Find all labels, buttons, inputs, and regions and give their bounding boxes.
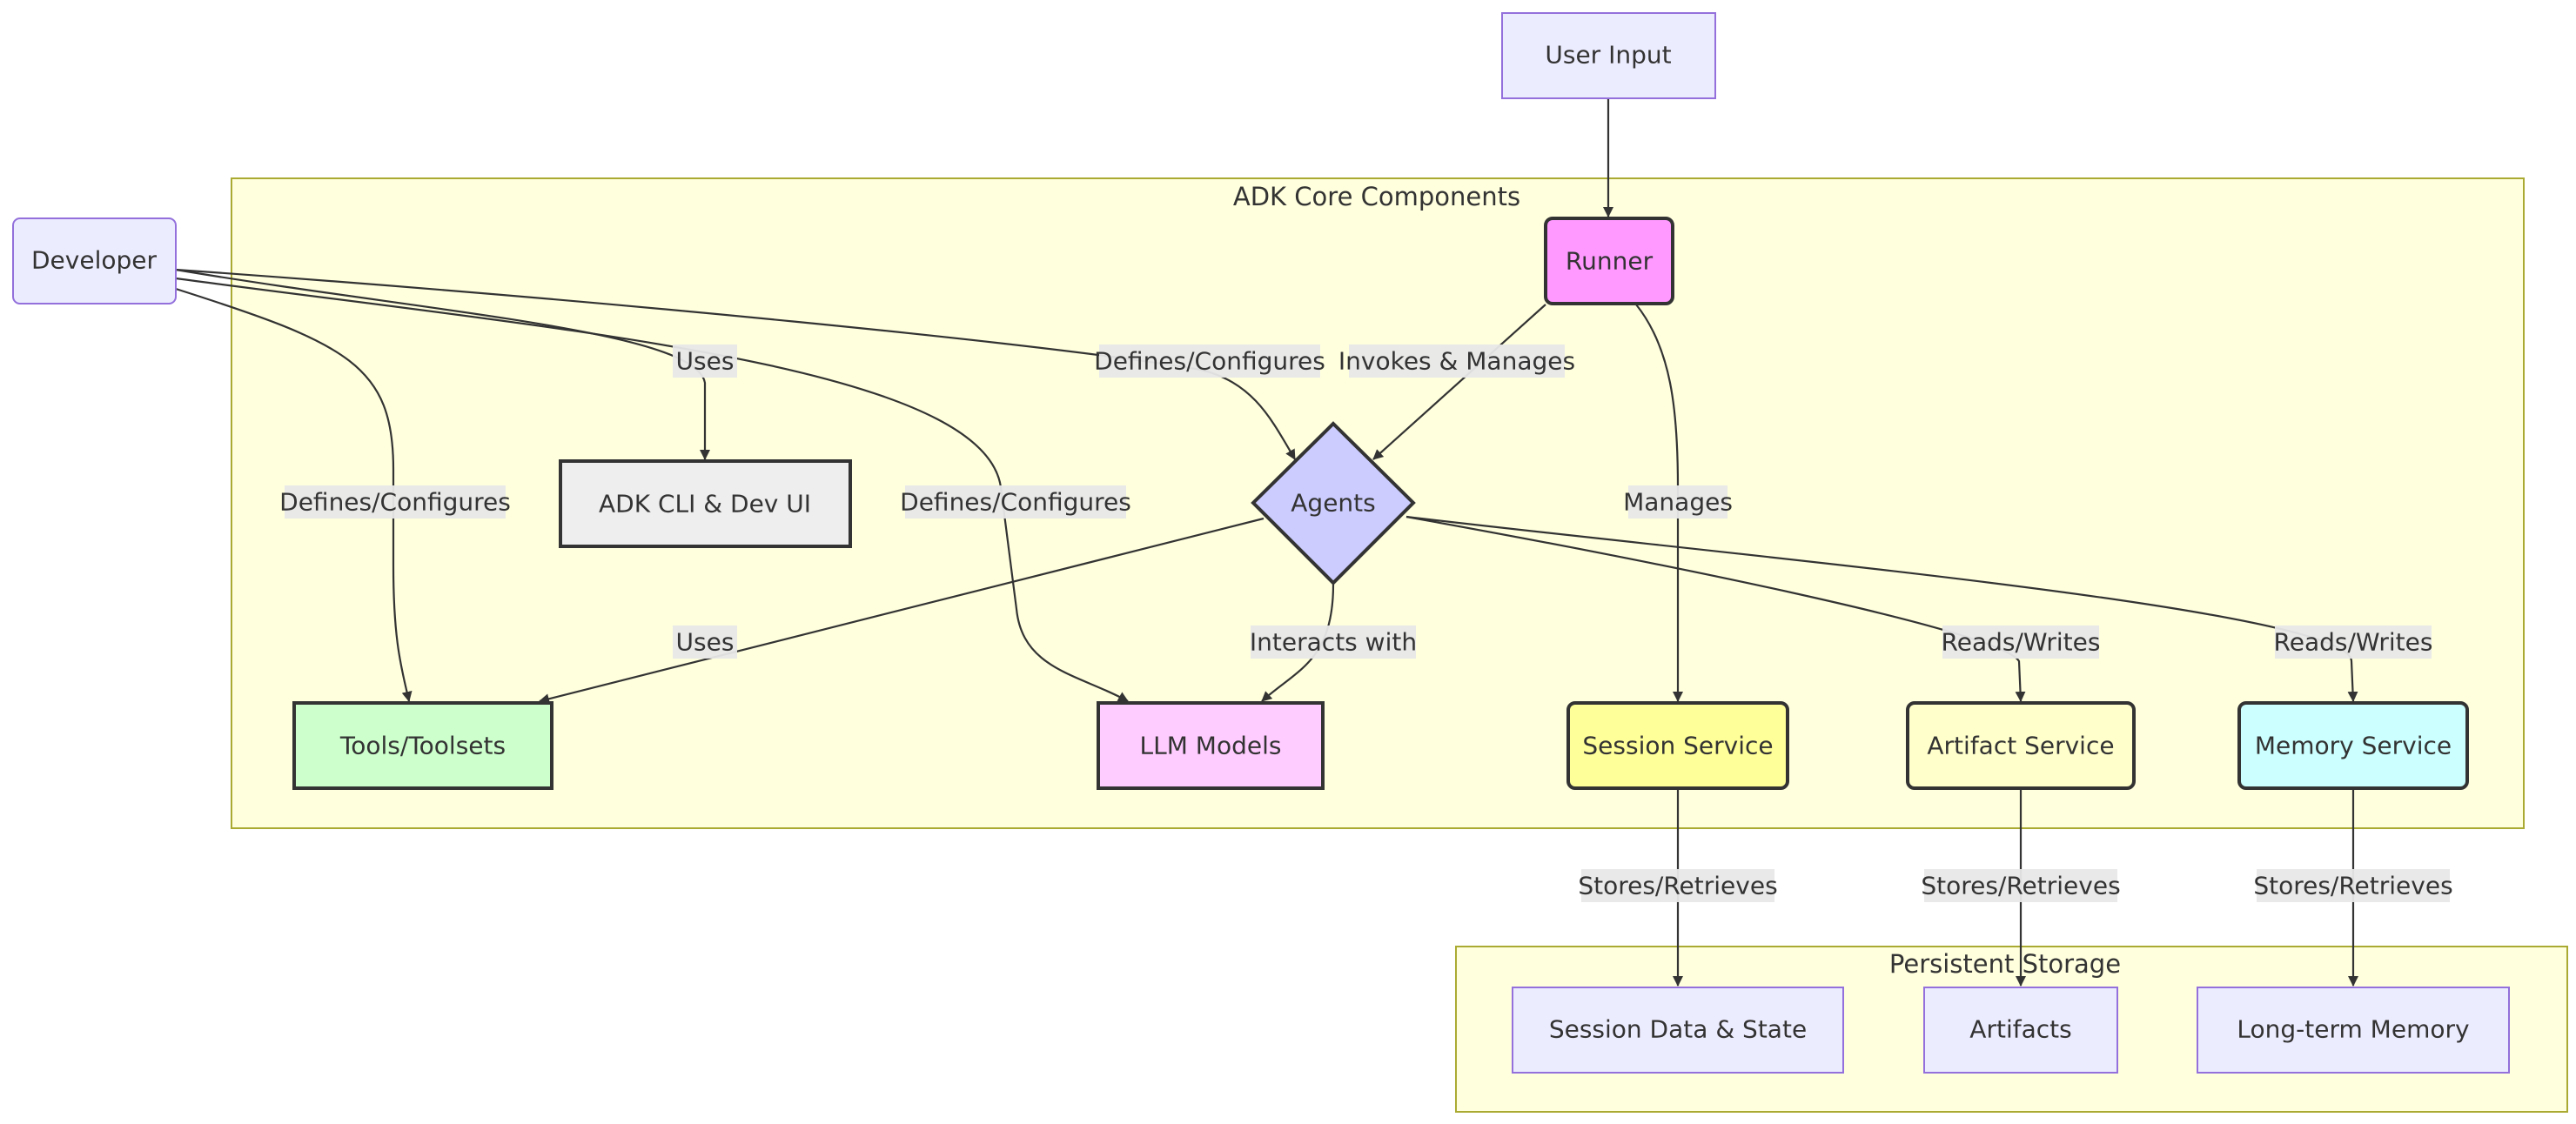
subgraph-title-core: ADK Core Components bbox=[1233, 182, 1520, 211]
edge-developer-to-llm bbox=[175, 277, 1129, 702]
svg-text:Defines/Configures: Defines/Configures bbox=[900, 488, 1131, 517]
node-artifact-service[interactable]: Artifact Service bbox=[1906, 701, 2136, 790]
svg-text:User Input: User Input bbox=[1545, 41, 1671, 70]
edge-label-dev-uses-cli: Uses bbox=[673, 345, 737, 378]
edge-label-dev-configures-llm: Defines/Configures bbox=[900, 485, 1131, 519]
svg-text:Session Data & State: Session Data & State bbox=[1549, 1015, 1807, 1044]
svg-text:Defines/Configures: Defines/Configures bbox=[1094, 347, 1325, 376]
svg-text:Long-term Memory: Long-term Memory bbox=[2237, 1015, 2469, 1044]
edge-label-runner-manages-session: Manages bbox=[1623, 485, 1733, 519]
edge-label-dev-configures-agents: Defines/Configures bbox=[1094, 345, 1325, 378]
edge-label-agents-rw-memory: Reads/Writes bbox=[2274, 626, 2433, 659]
edge-runner-to-agents bbox=[1372, 304, 1546, 460]
svg-text:Defines/Configures: Defines/Configures bbox=[279, 488, 511, 517]
node-session-service[interactable]: Session Service bbox=[1566, 701, 1789, 790]
subgraph-title-storage: Persistent Storage bbox=[1889, 949, 2121, 979]
svg-text:Tools/Toolsets: Tools/Toolsets bbox=[339, 732, 506, 760]
edge-label-agents-rw-artifact: Reads/Writes bbox=[1942, 626, 2101, 659]
svg-text:Stores/Retrieves: Stores/Retrieves bbox=[2253, 872, 2452, 900]
edge-labels: Uses Defines/Configures Invokes & Manage… bbox=[279, 345, 2453, 902]
node-long-term-memory[interactable]: Long-term Memory bbox=[2197, 987, 2510, 1074]
edge-label-dev-configures-tools: Defines/Configures bbox=[279, 485, 511, 519]
svg-text:Stores/Retrieves: Stores/Retrieves bbox=[1921, 872, 2120, 900]
node-tools-toolsets[interactable]: Tools/Toolsets bbox=[292, 701, 553, 790]
edge-developer-to-agents bbox=[175, 268, 1296, 460]
edge-agents-to-tools bbox=[539, 517, 1265, 705]
node-memory-service[interactable]: Memory Service bbox=[2237, 701, 2469, 790]
edge-label-runner-invokes-agents: Invokes & Manages bbox=[1338, 345, 1575, 378]
svg-text:Developer: Developer bbox=[31, 246, 157, 275]
edge-developer-to-tools bbox=[175, 287, 413, 702]
svg-text:Stores/Retrieves: Stores/Retrieves bbox=[1578, 872, 1777, 900]
svg-text:Invokes & Manages: Invokes & Manages bbox=[1338, 347, 1575, 376]
svg-text:Reads/Writes: Reads/Writes bbox=[2274, 628, 2433, 657]
nodes: User Input Developer Runner Agents ADK C… bbox=[12, 12, 2510, 1074]
svg-text:LLM Models: LLM Models bbox=[1140, 732, 1282, 760]
edge-label-artifact-stores: Stores/Retrieves bbox=[1921, 869, 2121, 902]
edge-label-session-stores: Stores/Retrieves bbox=[1578, 869, 1778, 902]
svg-text:Manages: Manages bbox=[1623, 488, 1733, 517]
edge-label-memory-stores: Stores/Retrieves bbox=[2253, 869, 2453, 902]
node-artifacts[interactable]: Artifacts bbox=[1923, 987, 2118, 1074]
svg-text:Reads/Writes: Reads/Writes bbox=[1942, 628, 2101, 657]
edge-label-agents-interact-llm: Interacts with bbox=[1250, 626, 1417, 659]
node-llm-models[interactable]: LLM Models bbox=[1097, 701, 1325, 790]
node-session-data-state[interactable]: Session Data & State bbox=[1512, 987, 1844, 1074]
edge-label-agents-use-tools: Uses bbox=[673, 626, 737, 659]
node-agents[interactable]: Agents bbox=[1251, 421, 1416, 585]
svg-text:Runner: Runner bbox=[1566, 247, 1654, 276]
edge-agents-to-llm bbox=[1261, 584, 1335, 702]
edge-runner-to-session-service bbox=[1635, 304, 1683, 702]
svg-text:Uses: Uses bbox=[676, 347, 735, 376]
node-developer[interactable]: Developer bbox=[12, 217, 177, 304]
node-runner[interactable]: Runner bbox=[1544, 217, 1674, 305]
node-user-input[interactable]: User Input bbox=[1501, 12, 1716, 99]
svg-text:ADK CLI & Dev UI: ADK CLI & Dev UI bbox=[599, 490, 811, 519]
node-adk-cli-dev-ui[interactable]: ADK CLI & Dev UI bbox=[559, 459, 852, 548]
svg-text:Uses: Uses bbox=[676, 628, 735, 657]
svg-text:Session Service: Session Service bbox=[1582, 732, 1773, 760]
svg-text:Interacts with: Interacts with bbox=[1250, 628, 1417, 657]
svg-text:Artifact Service: Artifact Service bbox=[1927, 732, 2114, 760]
svg-text:Memory Service: Memory Service bbox=[2255, 732, 2452, 760]
svg-text:Artifacts: Artifacts bbox=[1969, 1015, 2071, 1044]
svg-text:Agents: Agents bbox=[1291, 489, 1375, 518]
